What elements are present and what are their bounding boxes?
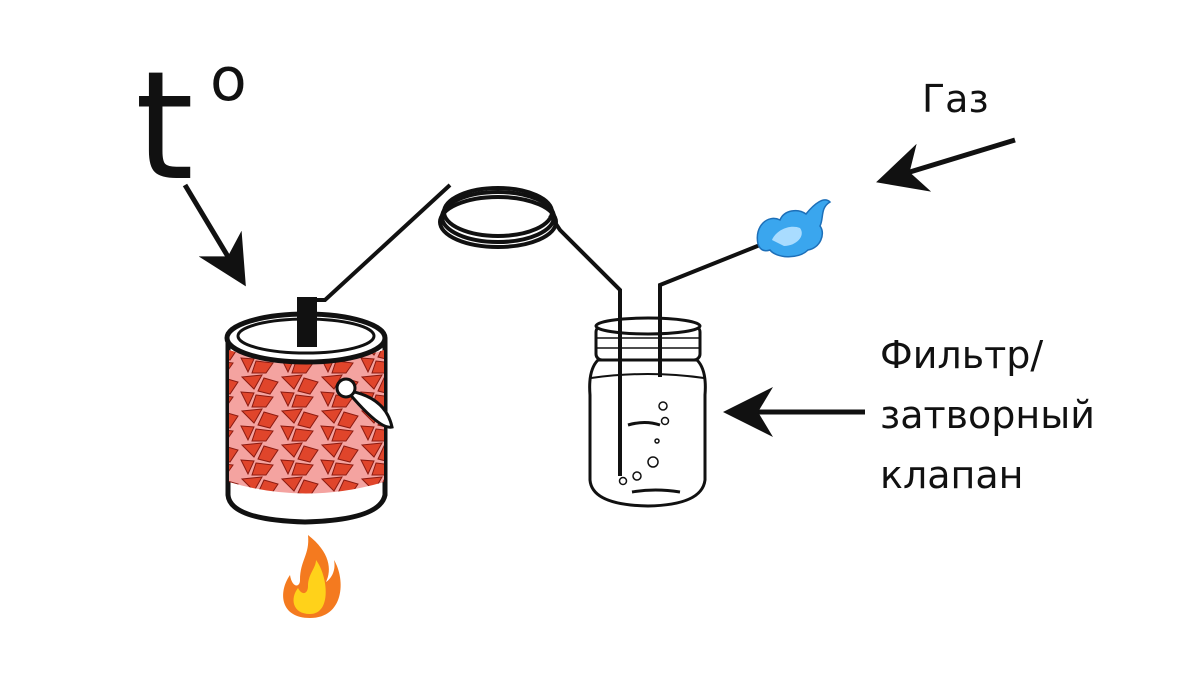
degree-label: o bbox=[210, 45, 247, 115]
heated-can bbox=[224, 297, 394, 525]
gas-arrow bbox=[876, 137, 1016, 192]
filter-label-line2: затворный bbox=[880, 393, 1095, 437]
temperature-label: t bbox=[135, 40, 194, 214]
filter-jar bbox=[588, 290, 707, 508]
filter-label-line3: клапан bbox=[880, 453, 1024, 497]
can-outlet bbox=[297, 297, 317, 347]
fire-icon bbox=[283, 535, 341, 618]
gas-label: Газ bbox=[922, 77, 989, 121]
temperature-arrow bbox=[182, 183, 246, 287]
filter-label-line1: Фильтр/ bbox=[880, 333, 1043, 377]
gas-flame-icon bbox=[756, 199, 832, 258]
bubbles bbox=[618, 401, 670, 486]
